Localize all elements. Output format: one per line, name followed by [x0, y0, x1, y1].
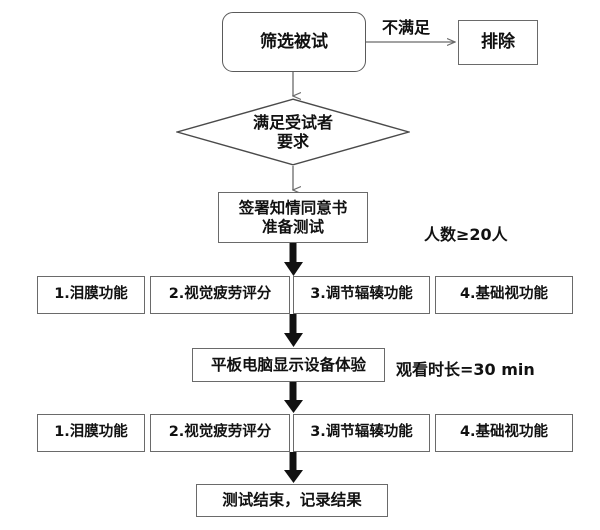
node-measure-post-1[interactable]: 1.泪膜功能: [37, 414, 145, 452]
node-finish-record-results[interactable]: 测试结束，记录结果: [196, 484, 388, 517]
node-decision-meets-requirements[interactable]: 满足受试者 要求: [176, 98, 410, 166]
edge-measures-to-tablet: [284, 314, 303, 347]
node-measure-pre-1[interactable]: 1.泪膜功能: [37, 276, 145, 314]
node-measure-pre-3[interactable]: 3.调节辐辏功能: [293, 276, 430, 314]
node-measure-pre-4[interactable]: 4.基础视功能: [435, 276, 573, 314]
node-tablet-experience[interactable]: 平板电脑显示设备体验: [192, 348, 385, 382]
node-measure-post-4[interactable]: 4.基础视功能: [435, 414, 573, 452]
node-exclude[interactable]: 排除: [458, 20, 538, 65]
node-decision-label: 满足受试者 要求: [252, 112, 333, 151]
edge-label-not-satisfied: 不满足: [382, 18, 431, 37]
node-screen-subjects[interactable]: 筛选被试: [222, 12, 366, 72]
edge-measures2-to-finish: [284, 452, 303, 483]
annotation-subject-count: 人数≥20人: [424, 225, 508, 244]
edge-consent-to-measures: [284, 243, 303, 276]
annotation-viewing-duration: 观看时长=30 min: [396, 360, 535, 379]
node-measure-pre-2[interactable]: 2.视觉疲劳评分: [150, 276, 290, 314]
edge-tablet-to-measures2: [284, 382, 303, 413]
node-measure-post-2[interactable]: 2.视觉疲劳评分: [150, 414, 290, 452]
diamond-shape: [176, 98, 410, 166]
node-measure-post-3[interactable]: 3.调节辐辏功能: [293, 414, 430, 452]
node-consent-and-prepare[interactable]: 签署知情同意书 准备测试: [218, 192, 368, 243]
